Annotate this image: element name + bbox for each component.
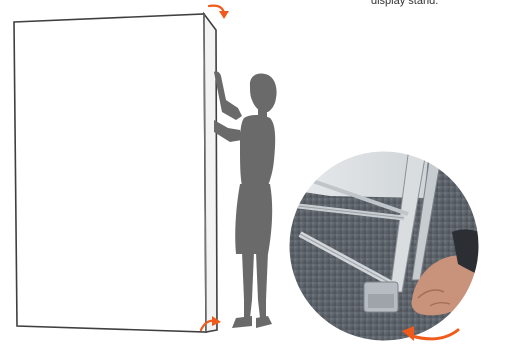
- curved-arrow-icon: [209, 6, 229, 19]
- woman-silhouette: [214, 71, 277, 328]
- inset-photo: [280, 140, 492, 350]
- display-panel: [14, 14, 217, 332]
